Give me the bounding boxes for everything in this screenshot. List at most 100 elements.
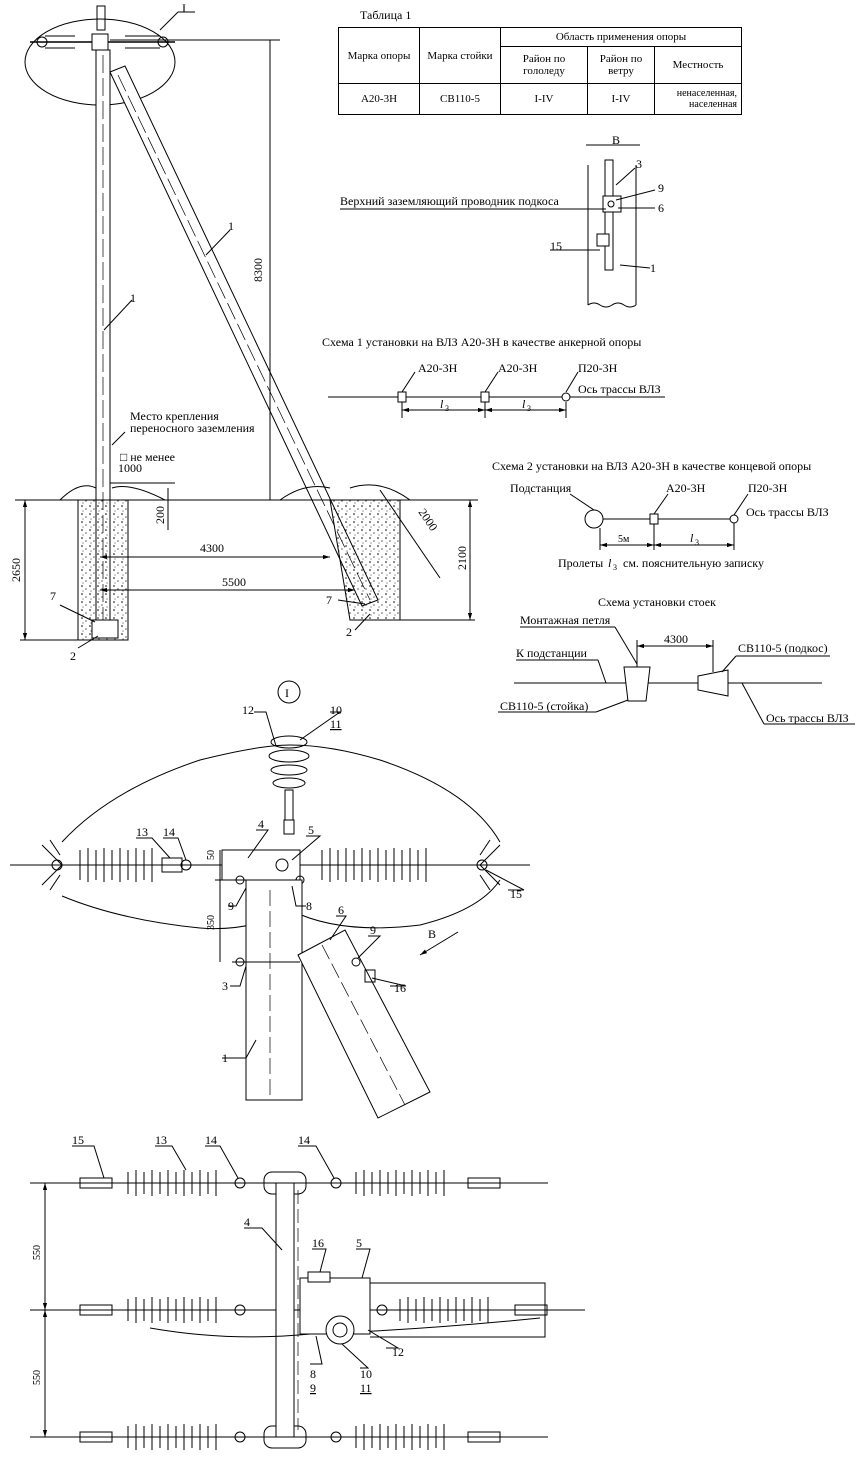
ne-menee-note: □ не менее (120, 450, 175, 464)
view-b-label-9: 9 (658, 181, 664, 195)
posts-scheme (498, 626, 855, 725)
plan-dim-550a: 550 (32, 1245, 43, 1260)
posts-scheme-to-substation: К подстанции (516, 646, 587, 660)
dim-200: 200 (153, 506, 167, 524)
posts-scheme-dim: 4300 (664, 632, 688, 646)
view-b-label-15: 15 (550, 239, 562, 253)
brace-note: Верхний заземляющий проводник подкоса (340, 194, 559, 208)
dim-1000: 1000 (118, 461, 142, 475)
plan-brace (370, 1282, 546, 1338)
label-1a: 1 (130, 291, 136, 305)
scheme1-span-a-sub: 3 (445, 404, 449, 413)
view-b-label-1: 1 (650, 261, 656, 275)
posts-scheme-texts: Схема установки стоек Монтажная петля 43… (500, 595, 849, 725)
detail-label-3: 3 (222, 979, 228, 993)
detail-label-10: 10 (330, 703, 342, 717)
label-2b: 2 (346, 625, 352, 639)
view-b-arrow (419, 931, 459, 956)
callout-I-label: I (182, 1, 186, 15)
label-7b: 7 (326, 593, 332, 607)
scheme1-title: Схема 1 установки на ВЛЗ А20-3Н в качест… (322, 335, 641, 349)
detail-label-13: 13 (136, 825, 148, 839)
header-terrain: Местность (654, 46, 742, 84)
scheme-1 (328, 371, 665, 418)
scheme-2 (569, 493, 749, 550)
posts-scheme-axis: Ось трассы ВЛЗ (766, 711, 849, 725)
scheme1-span-b-sub: 3 (527, 404, 531, 413)
header-application-area: Область применения опоры (500, 27, 742, 47)
dim-2100: 2100 (455, 546, 469, 570)
dim-2000: 2000 (416, 506, 441, 534)
scheme2-title: Схема 2 установки на ВЛЗ А20-3Н в качест… (492, 459, 811, 473)
detail-label-9a: 9 (228, 899, 234, 913)
detail-label-1: 1 (222, 1051, 228, 1065)
scheme2-note-sub: 3 (613, 563, 617, 572)
plan-label-11: 11 (360, 1381, 372, 1395)
detail-callout: I (285, 686, 289, 700)
plan-dim-550b: 550 (32, 1370, 43, 1385)
posts-scheme-title: Схема установки стоек (598, 595, 716, 609)
detail-I (10, 680, 530, 1119)
pit-left (77, 499, 129, 641)
upper-wire-arc (61, 744, 501, 843)
dim-8300: 8300 (251, 258, 265, 282)
detail-label-6: 6 (338, 903, 344, 917)
detail-label-9b: 9 (370, 923, 376, 937)
main-view-texts: I 8300 4300 5500 2650 200 2000 2100 1000… (9, 1, 469, 663)
plan-label-14a: 14 (205, 1133, 217, 1147)
scheme2-note-l: l (608, 556, 612, 570)
detail-label-14: 14 (163, 825, 175, 839)
scheme-2-texts: Схема 2 установки на ВЛЗ А20-3Н в качест… (492, 459, 829, 572)
header-post-mark: Марка стойки (419, 27, 501, 84)
table-title: Таблица 1 (360, 8, 412, 22)
view-b (340, 144, 656, 308)
label-7a: 7 (50, 589, 56, 603)
plan-view-texts: 550 550 15 13 14 14 4 16 5 8 9 10 11 12 (32, 1133, 404, 1395)
scheme1-axis: Ось трассы ВЛЗ (578, 382, 661, 396)
scheme1-a1: А20-3Н (418, 361, 458, 375)
plan-label-8: 8 (310, 1367, 316, 1381)
posts-scheme-loop: Монтажная петля (520, 613, 611, 627)
detail-label-12: 12 (242, 703, 254, 717)
detail-label-15: 15 (510, 887, 522, 901)
header-ice-region: Район по гололеду (500, 46, 588, 84)
callout-leader (159, 11, 179, 31)
label-2a: 2 (70, 649, 76, 663)
top-pin-insulator (96, 5, 106, 31)
cell-ice-region: I-IV (500, 83, 588, 115)
plan-label-12: 12 (392, 1345, 404, 1359)
header-wind-region: Район по ветру (587, 46, 655, 84)
scheme2-note-post: см. пояснительную записку (623, 556, 764, 570)
plan-label-5: 5 (356, 1236, 362, 1250)
plan-label-4: 4 (244, 1215, 250, 1229)
plan-label-14b: 14 (298, 1133, 310, 1147)
cell-terrain: ненаселенная, населенная (654, 83, 742, 115)
plan-label-16: 16 (312, 1236, 324, 1250)
scheme2-span: l (690, 531, 694, 545)
posts-scheme-post: СВ110-5 (стойка) (500, 699, 588, 713)
detail-label-8: 8 (306, 899, 312, 913)
scheme2-substation: Подстанция (510, 481, 572, 495)
posts-scheme-brace: СВ110-5 (подкос) (738, 641, 828, 655)
scheme1-span-b: l (522, 397, 526, 411)
scheme1-a2: А20-3Н (498, 361, 538, 375)
grounding-note-line2: переносного заземления (130, 421, 255, 435)
grounding-note-line1: Место крепления (130, 409, 219, 423)
plan-label-10: 10 (360, 1367, 372, 1381)
header-support-mark: Марка опоры (338, 27, 420, 84)
detail-label-4: 4 (258, 817, 264, 831)
scheme1-p: П20-3Н (578, 361, 618, 375)
insulator-string-right (321, 848, 488, 882)
plan-view (30, 1145, 585, 1450)
dim-5500: 5500 (222, 575, 246, 589)
detail-brace (297, 929, 431, 1119)
dim-4300: 4300 (200, 541, 224, 555)
pin-insulator (268, 735, 310, 821)
scheme1-span-a: l (440, 397, 444, 411)
cell-support-mark: А20-3Н (338, 83, 420, 115)
scheme2-span-sub: 3 (695, 538, 699, 547)
top-insulators (36, 33, 169, 51)
label-1b: 1 (228, 219, 234, 233)
scheme2-a: А20-3Н (666, 481, 706, 495)
